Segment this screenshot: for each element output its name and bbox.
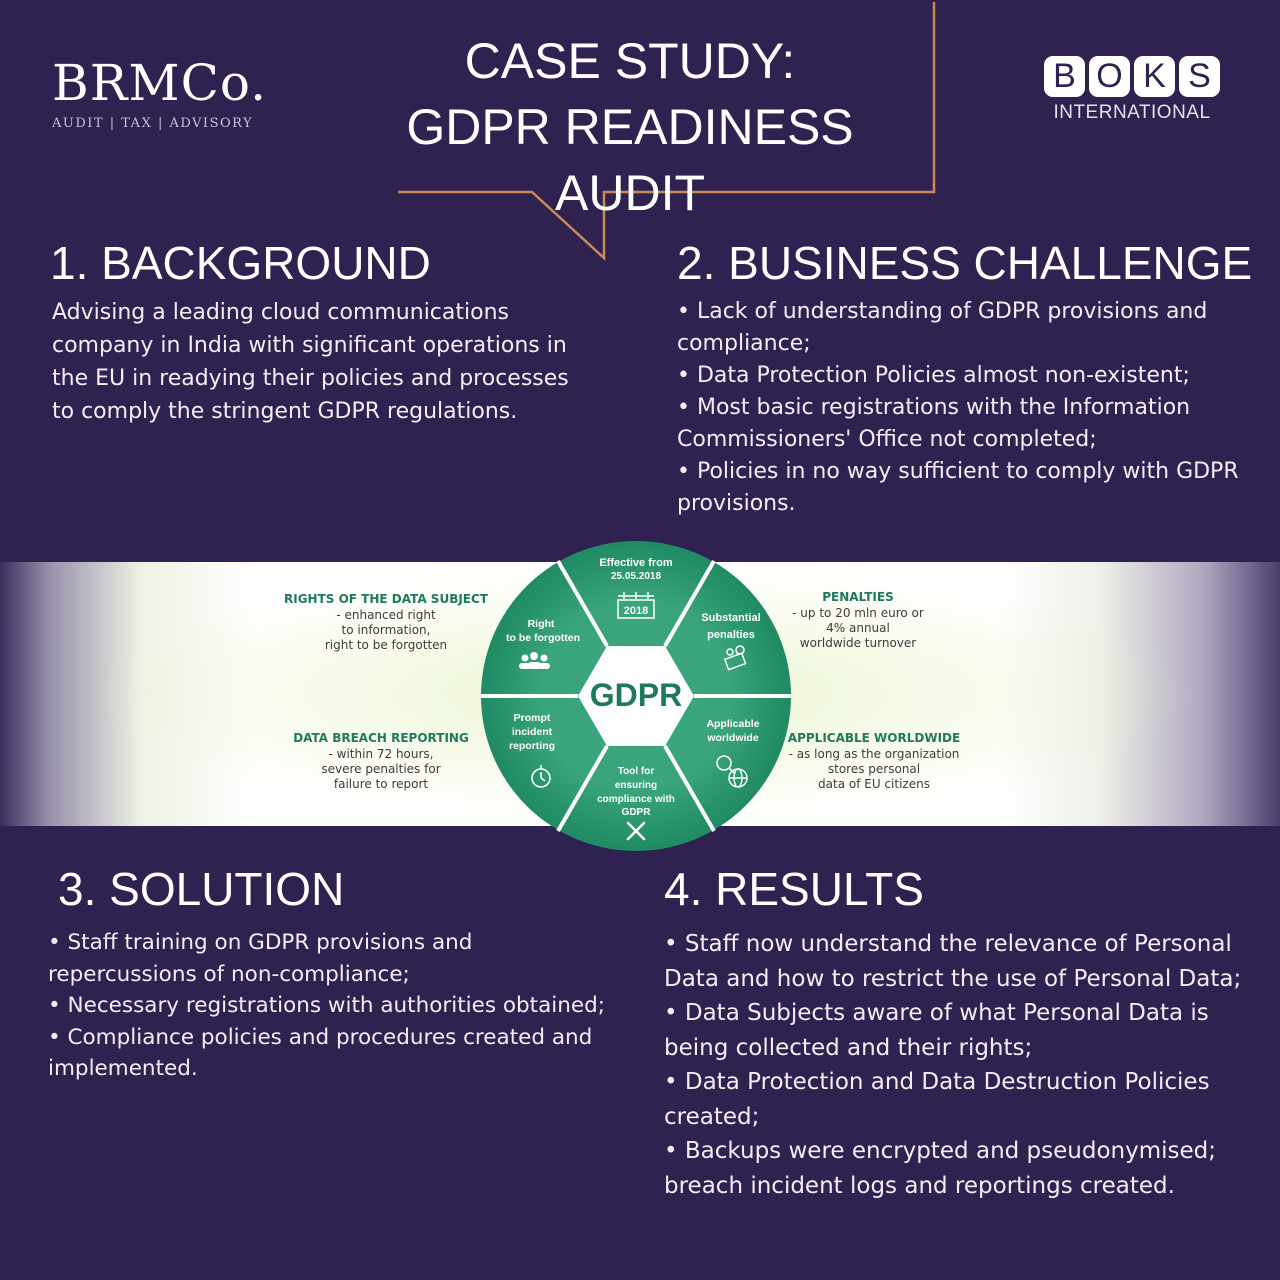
list-item: • Backups were encrypted and pseudonymis…: [664, 1138, 1216, 1199]
tools-icon: [626, 821, 646, 841]
breach-line: failure to report: [333, 777, 429, 791]
list-item: • Lack of understanding of GDPR provisio…: [677, 299, 1208, 356]
list-item: • Data Protection Policies almost non-ex…: [677, 363, 1190, 388]
list-item: • Data Protection and Data Destruction P…: [664, 1069, 1210, 1130]
list-item: • Staff training on GDPR provisions and …: [48, 930, 473, 987]
penalties-line: 4% annual: [826, 621, 890, 635]
rights-line: to information,: [341, 623, 431, 637]
boks-subtitle: INTERNATIONAL: [1053, 102, 1211, 123]
boks-logo: B O K S INTERNATIONAL: [1036, 56, 1228, 124]
penalties-line: worldwide turnover: [799, 636, 917, 650]
boks-letters: B O K S: [1036, 56, 1228, 97]
calendar-icon: [617, 592, 655, 619]
applicable-line: - as long as the organization: [788, 747, 960, 761]
right-label: to be forgotten: [506, 632, 580, 644]
gdpr-hexagon: [578, 646, 694, 746]
challenge-list: • Lack of understanding of GDPR provisio…: [677, 296, 1257, 520]
applicable-label: Applicable: [706, 718, 759, 730]
title-speech-bubble: [398, 2, 936, 261]
breach-line: severe penalties for: [321, 762, 441, 776]
boks-letter: O: [1089, 56, 1130, 97]
brmco-name: BRMCo.: [52, 54, 267, 112]
applicable-block: APPLICABLE WORLDWIDE - as long as the or…: [786, 731, 962, 792]
penalties-label: penalties: [707, 629, 755, 641]
title-line-1: CASE STUDY:: [464, 33, 796, 89]
list-item: • Most basic registrations with the Info…: [677, 395, 1191, 452]
tool-label: GDPR: [622, 807, 652, 818]
penalties-title: PENALTIES: [822, 590, 894, 604]
breach-title: DATA BREACH REPORTING: [293, 731, 469, 745]
globe-search-icon: [716, 755, 748, 788]
calendar-year: 2018: [624, 605, 648, 617]
boks-letter: S: [1179, 56, 1220, 97]
penalties-block: PENALTIES - up to 20 mln euro or 4% annu…: [783, 590, 933, 651]
substantial-label: Substantial: [701, 612, 760, 624]
rights-line: - enhanced right: [336, 608, 436, 622]
background-text: Advising a leading cloud communications …: [52, 300, 569, 424]
rights-block: RIGHTS OF THE DATA SUBJECT - enhanced ri…: [282, 592, 490, 653]
brmco-logo: BRMCo. AUDIT | TAX | ADVISORY: [52, 58, 267, 131]
effective-date: 25.05.2018: [611, 571, 661, 582]
page-title: CASE STUDY: GDPR READINESS AUDIT: [330, 28, 930, 226]
segment-dividers: [480, 560, 792, 832]
list-item: • Necessary registrations with authoriti…: [48, 993, 605, 1018]
list-item: • Data Subjects aware of what Personal D…: [664, 1000, 1209, 1061]
gdpr-center-label: GDPR: [590, 677, 682, 713]
penalty-money-icon: [723, 645, 747, 671]
tool-label: ensuring: [615, 780, 657, 791]
prompt-label: incident: [512, 726, 553, 738]
worldwide-label: worldwide: [706, 732, 758, 744]
results-list: • Staff now understand the relevance of …: [664, 927, 1254, 1203]
list-item: • Staff now understand the relevance of …: [664, 931, 1242, 992]
penalties-line: - up to 20 mln euro or: [792, 606, 924, 620]
background-heading: 1. BACKGROUND: [50, 237, 431, 289]
applicable-title: APPLICABLE WORLDWIDE: [787, 731, 961, 745]
applicable-line: stores personal: [827, 762, 921, 776]
rights-title: RIGHTS OF THE DATA SUBJECT: [283, 592, 488, 606]
solution-list: • Staff training on GDPR provisions and …: [48, 927, 618, 1085]
breach-block: DATA BREACH REPORTING - within 72 hours,…: [290, 731, 472, 792]
prompt-label: reporting: [509, 740, 555, 752]
boks-letter: B: [1044, 56, 1085, 97]
title-line-2: GDPR READINESS AUDIT: [406, 99, 854, 221]
solution-heading: 3. SOLUTION: [58, 863, 345, 915]
prompt-label: Prompt: [514, 712, 551, 724]
people-icon: [519, 652, 550, 669]
effective-title: Effective from: [599, 557, 673, 569]
gdpr-wheel: GDPR Effective from 25.05.2018 Substanti…: [480, 541, 792, 851]
list-item: • Policies in no way sufficient to compl…: [677, 459, 1239, 516]
brmco-tagline: AUDIT | TAX | ADVISORY: [52, 116, 254, 131]
stopwatch-icon: [531, 765, 551, 788]
tool-label: Tool for: [618, 766, 655, 777]
challenge-heading: 2. BUSINESS CHALLENGE: [677, 237, 1253, 289]
boks-letter: K: [1134, 56, 1175, 97]
right-label: Right: [528, 618, 555, 630]
results-heading: 4. RESULTS: [664, 863, 924, 915]
tool-label: compliance with: [597, 794, 675, 805]
rights-line: right to be forgotten: [324, 638, 448, 652]
breach-line: - within 72 hours,: [328, 747, 434, 761]
applicable-line: data of EU citizens: [818, 777, 930, 791]
list-item: • Compliance policies and procedures cre…: [48, 1024, 593, 1082]
